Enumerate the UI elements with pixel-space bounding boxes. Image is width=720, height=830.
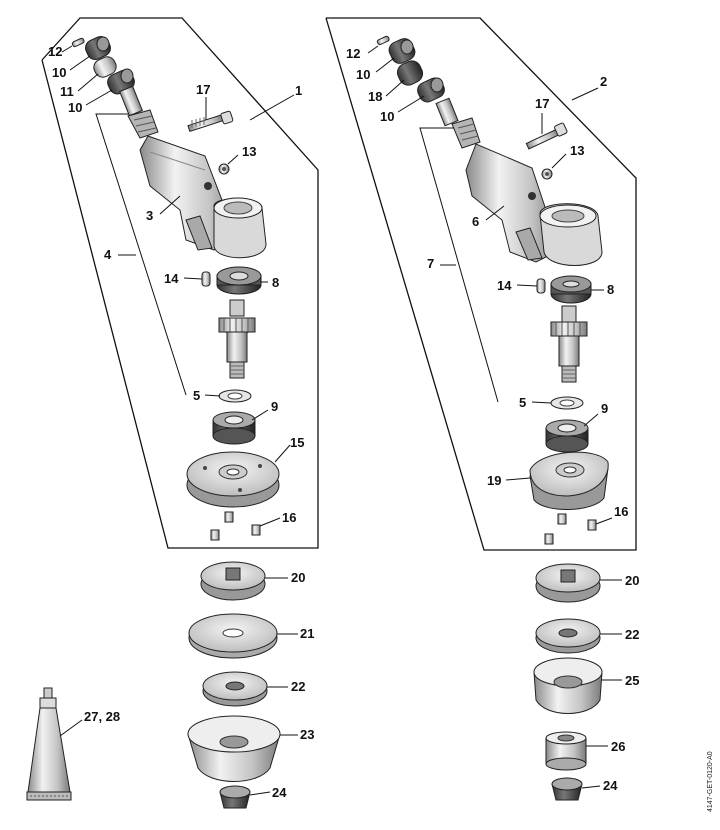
part-9-bearing-right bbox=[545, 419, 589, 453]
part-8-bearing-right bbox=[550, 275, 592, 304]
label-24: 24 bbox=[272, 785, 287, 800]
label-20: 20 bbox=[625, 573, 639, 588]
part-26-sleeve bbox=[545, 731, 587, 771]
left-assembly bbox=[26, 17, 319, 809]
part-3-gear-housing bbox=[139, 135, 267, 259]
left-leader-lines bbox=[59, 45, 298, 796]
output-shaft-right bbox=[550, 305, 588, 383]
pinion-shaft bbox=[118, 85, 159, 139]
label-8: 8 bbox=[607, 282, 614, 297]
part-17-screw bbox=[187, 110, 234, 133]
part-16-screws bbox=[210, 511, 261, 541]
part-22-thrust-washer-right bbox=[535, 618, 601, 654]
label-22: 22 bbox=[291, 679, 305, 694]
label-11: 11 bbox=[60, 84, 74, 99]
part-12-pin bbox=[71, 37, 85, 48]
part-25-cup bbox=[533, 657, 603, 714]
part-23-cup bbox=[187, 715, 281, 782]
kit-7-bracket bbox=[419, 127, 499, 403]
part-15-flange bbox=[186, 451, 280, 508]
label-18: 18 bbox=[368, 89, 382, 104]
label-17: 17 bbox=[196, 82, 210, 97]
pinion-shaft-right bbox=[435, 97, 481, 149]
figure-code: 4147-GET-0120-A0 bbox=[707, 751, 714, 812]
part-27-28-grease-tube bbox=[26, 687, 72, 801]
label-1: 1 bbox=[295, 83, 302, 98]
part-10-bearing-top bbox=[85, 35, 111, 61]
label-5: 5 bbox=[519, 395, 526, 410]
part-16-screws-right bbox=[544, 513, 597, 545]
part-5-washer bbox=[218, 389, 252, 403]
label-24: 24 bbox=[603, 778, 618, 793]
label-20: 20 bbox=[291, 570, 305, 585]
kit-1-frame bbox=[41, 17, 319, 549]
right-assembly bbox=[325, 17, 637, 801]
right-leader-lines bbox=[367, 45, 622, 789]
label-3: 3 bbox=[146, 208, 153, 223]
label-8: 8 bbox=[272, 275, 279, 290]
label-14: 14 bbox=[497, 278, 512, 293]
label-5: 5 bbox=[193, 388, 200, 403]
kit-4-bracket bbox=[95, 113, 187, 396]
label-19: 19 bbox=[487, 473, 501, 488]
part-5-washer-right bbox=[550, 396, 584, 410]
part-24-nut-right bbox=[551, 777, 583, 801]
label-25: 25 bbox=[625, 673, 639, 688]
part-13-nut-right bbox=[541, 168, 553, 180]
label-12: 12 bbox=[346, 46, 360, 61]
label-4: 4 bbox=[104, 247, 112, 262]
part-17-screw-right bbox=[525, 122, 568, 150]
part-9-bearing bbox=[212, 411, 256, 445]
callout-labels: 12 10 11 10 17 1 13 3 4 14 8 5 9 15 16 2… bbox=[48, 44, 714, 812]
label-14: 14 bbox=[164, 271, 179, 286]
label-13: 13 bbox=[242, 144, 256, 159]
part-12-pin-right bbox=[376, 35, 390, 46]
part-14-key-right bbox=[536, 278, 546, 294]
part-13-nut bbox=[218, 163, 230, 175]
output-shaft bbox=[218, 299, 256, 379]
part-20-thrust-plate-right bbox=[535, 563, 601, 603]
label-10: 10 bbox=[68, 100, 82, 115]
part-22-thrust-washer bbox=[202, 671, 268, 707]
label-26: 26 bbox=[611, 739, 625, 754]
label-10: 10 bbox=[380, 109, 394, 124]
label-12: 12 bbox=[48, 44, 62, 59]
label-9: 9 bbox=[601, 401, 608, 416]
label-10: 10 bbox=[52, 65, 66, 80]
part-8-bearing bbox=[216, 266, 262, 295]
part-11-spacer bbox=[93, 56, 117, 78]
part-18-spacer bbox=[396, 60, 424, 86]
part-10-bearing-right-lower bbox=[417, 77, 445, 103]
label-9: 9 bbox=[271, 399, 278, 414]
label-22: 22 bbox=[625, 627, 639, 642]
label-6: 6 bbox=[472, 214, 479, 229]
label-10: 10 bbox=[356, 67, 370, 82]
label-13: 13 bbox=[570, 143, 584, 158]
label-23: 23 bbox=[300, 727, 314, 742]
part-20-thrust-plate bbox=[200, 561, 266, 601]
label-21: 21 bbox=[300, 626, 314, 641]
label-27-28: 27, 28 bbox=[84, 709, 120, 724]
part-14-key bbox=[201, 271, 211, 287]
part-10-bearing-right-top bbox=[388, 38, 416, 64]
kit-2-frame bbox=[325, 17, 637, 551]
label-2: 2 bbox=[600, 74, 607, 89]
label-17: 17 bbox=[535, 96, 549, 111]
part-19-flange bbox=[529, 451, 609, 510]
label-7: 7 bbox=[427, 256, 434, 271]
label-16: 16 bbox=[614, 504, 628, 519]
part-21-disc bbox=[188, 613, 278, 659]
label-16: 16 bbox=[282, 510, 296, 525]
part-6-gear-housing bbox=[465, 143, 603, 266]
label-15: 15 bbox=[290, 435, 304, 450]
part-24-nut bbox=[219, 785, 251, 809]
